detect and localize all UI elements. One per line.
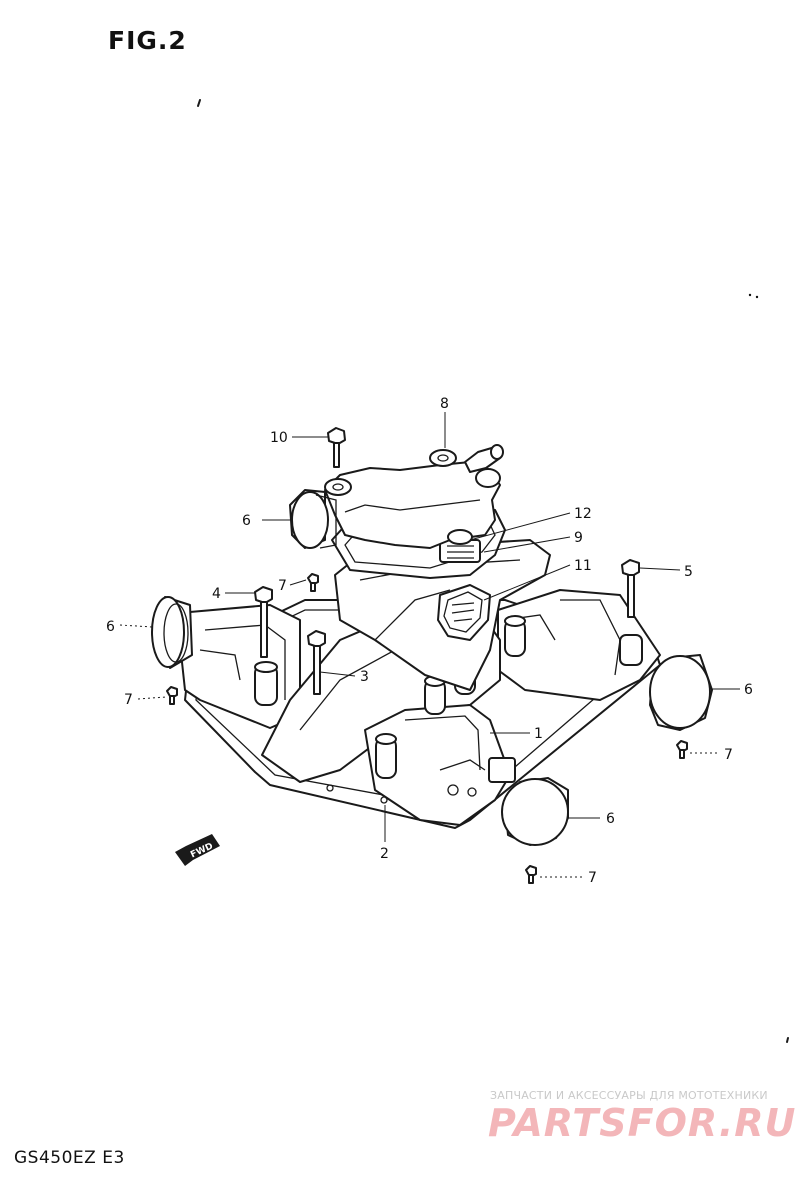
callout-3: 3 (360, 669, 369, 685)
part-4-long-bolt (254, 586, 273, 658)
watermark-brand: PARTSFOR.RU (488, 1101, 797, 1145)
callout-6-left: 6 (106, 619, 115, 635)
callout-labels: 8 10 6 12 9 11 7 4 6 5 3 7 1 6 7 2 6 7 (106, 396, 753, 886)
callout-1: 1 (534, 726, 543, 742)
part-8-breather-cover (324, 444, 504, 549)
part-6-end-cap-front (501, 777, 569, 846)
part-7-screw-a (307, 573, 319, 592)
leader-lines (119, 412, 740, 878)
callout-6-right: 6 (744, 682, 753, 698)
part-7-screw-c (676, 740, 688, 759)
callout-7-a: 7 (278, 578, 287, 594)
callout-7-d: 7 (588, 870, 597, 886)
callout-10: 10 (270, 430, 288, 446)
model-code: GS450EZ E3 (14, 1148, 125, 1168)
callout-5: 5 (684, 564, 693, 580)
scan-specks (197, 99, 789, 1043)
part-5-bolt (621, 559, 640, 618)
callout-9: 9 (574, 530, 583, 546)
fwd-direction-marker: FWD (175, 834, 220, 866)
callout-7-b: 7 (124, 692, 133, 708)
part-6-end-cap-right (649, 654, 713, 731)
callout-11: 11 (574, 558, 592, 574)
part-1-head-cover (177, 539, 661, 826)
callout-2: 2 (380, 846, 389, 862)
part-6-end-cap-upper-left (289, 489, 337, 549)
part-10-breather-cover-bolt (327, 427, 346, 468)
callout-6-front: 6 (606, 811, 615, 827)
watermark-subtitle: ЗАПЧАСТИ И АКСЕССУАРЫ ДЛЯ МОТОТЕХНИКИ (490, 1089, 768, 1102)
callout-7-c: 7 (724, 747, 733, 763)
callout-12: 12 (574, 506, 592, 522)
part-3-bolt (307, 630, 326, 695)
part-7-screw-b (166, 686, 178, 705)
callout-6-upper-left: 6 (242, 513, 251, 529)
part-11-breather-plate (437, 584, 491, 641)
figure-title: FIG.2 (108, 26, 187, 55)
part-6-end-cap-left (151, 596, 193, 669)
callout-8: 8 (440, 396, 449, 412)
callout-4: 4 (212, 586, 221, 602)
part-7-screw-d (525, 865, 537, 884)
